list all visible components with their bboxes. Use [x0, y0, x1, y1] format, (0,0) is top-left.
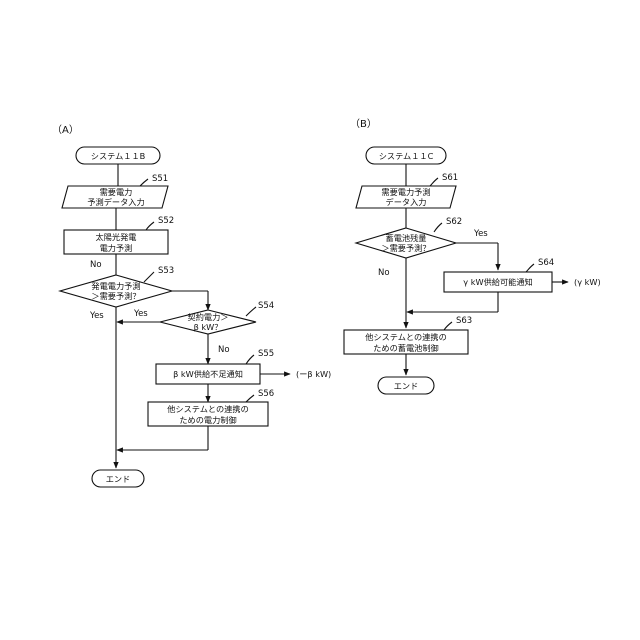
- yes-label-s62: Yes: [473, 229, 488, 239]
- no-label-s62: No: [378, 268, 390, 278]
- step-s62: S62: [446, 217, 462, 227]
- s55-line1: β kW供給不足通知: [173, 369, 243, 379]
- leader-s64: [526, 264, 534, 272]
- step-s55: S55: [258, 349, 274, 359]
- step-s64: S64: [538, 258, 554, 268]
- s56-line1: 他システムとの連携の: [167, 404, 249, 414]
- step-s56: S56: [258, 389, 274, 399]
- s53-line2: ＞需要予測？: [91, 291, 140, 301]
- leader-s51: [140, 179, 148, 186]
- step-s61: S61: [442, 173, 458, 183]
- leader-s63: [444, 322, 452, 330]
- end-label-a: エンド: [106, 474, 131, 484]
- leader-s54: [246, 307, 256, 316]
- s54-line2: β kW？: [194, 322, 223, 332]
- s64-output-label: (γ kW): [574, 277, 601, 287]
- step-s51: S51: [152, 174, 168, 184]
- yes-label-s54: Yes: [133, 309, 148, 319]
- step-s54: S54: [258, 301, 274, 311]
- s53-line1: 発電電力予測: [91, 281, 140, 291]
- end-label-b: エンド: [394, 381, 419, 391]
- s51-line2: 予測データ入力: [87, 197, 144, 207]
- s63-line1: 他システムとの連携の: [365, 332, 447, 342]
- leader-s62: [434, 223, 442, 232]
- leader-s61: [430, 178, 438, 186]
- yes-label-s53: Yes: [89, 311, 104, 321]
- leader-s56: [246, 395, 254, 402]
- panel-b-label: （B）: [350, 118, 377, 130]
- step-s52: S52: [158, 216, 174, 226]
- s62-line2: ＞需要予測？: [381, 243, 430, 253]
- no-label-s54: No: [218, 345, 230, 355]
- s63-line2: ための蓄電池制御: [373, 343, 439, 353]
- panel-a-label: （A）: [52, 124, 79, 136]
- s51-line1: 需要電力: [100, 187, 133, 197]
- leader-s52: [146, 222, 154, 230]
- start-label-b: システム１１C: [379, 151, 434, 161]
- s55-output-label: (ーβ kW): [296, 369, 331, 379]
- s52-line2: 電力予測: [100, 243, 133, 253]
- s62-line1: 蓄電池残量: [386, 233, 427, 243]
- s61-line2: データ入力: [386, 197, 427, 207]
- s52-line1: 太陽光発電: [96, 232, 137, 242]
- leader-s53: [144, 272, 154, 282]
- start-label-a: システム１１B: [91, 151, 146, 161]
- s54-line1: 契約電力＞: [188, 312, 229, 322]
- s64-line1: γ kW供給可能通知: [463, 277, 532, 287]
- s61-line1: 需要電力予測: [381, 187, 430, 197]
- step-s63: S63: [456, 316, 472, 326]
- leader-s55: [246, 355, 254, 364]
- s56-line2: ための電力制御: [179, 415, 236, 425]
- panel-b: （B） システム１１C 需要電力予測 データ入力 S61 蓄電池残量 ＞需要予測…: [344, 118, 601, 394]
- step-s53: S53: [158, 266, 174, 276]
- no-label-s53: No: [90, 260, 102, 270]
- panel-a: （A） システム１１B 需要電力 予測データ入力 S51 太陽光発電 電力予測 …: [52, 124, 331, 487]
